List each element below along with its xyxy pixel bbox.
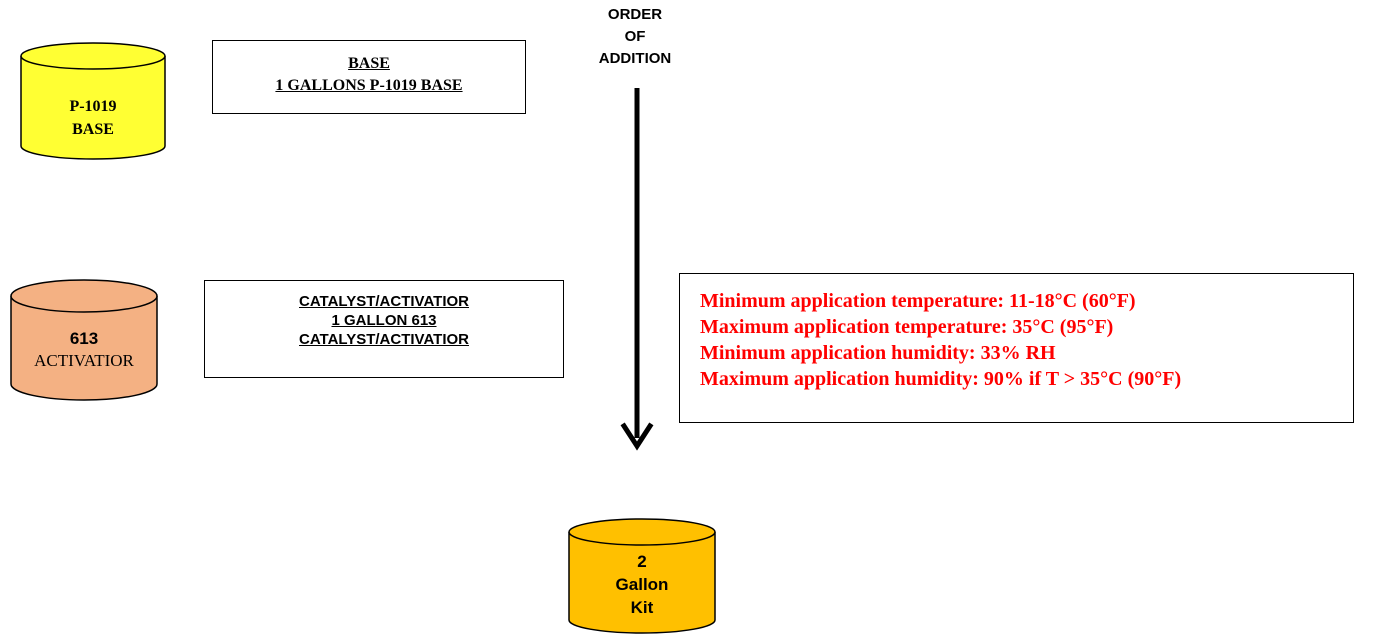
- base-box-title: BASE: [348, 55, 390, 72]
- kit-drum-label: 2 Gallon Kit: [568, 550, 716, 619]
- kit-drum: 2 Gallon Kit: [568, 518, 716, 636]
- base-drum-line-2: BASE: [72, 121, 114, 138]
- base-box-detail: 1 GALLONS P-1019 BASE: [275, 77, 463, 94]
- activator-box-line-3: CATALYST/ACTIVATIOR: [299, 331, 469, 348]
- kit-drum-shape: [568, 518, 716, 634]
- activator-drum-line-2: ACTIVATIOR: [34, 351, 134, 370]
- activator-box-line-1: CATALYST/ACTIVATIOR: [299, 293, 469, 310]
- base-drum-line-1: P-1019: [69, 98, 117, 115]
- requirement-min-humidity: Minimum application humidity: 33% RH: [700, 342, 1056, 364]
- requirement-min-temperature: Minimum application temperature: 11-18°C…: [700, 290, 1136, 312]
- activator-drum-line-1: 613: [69, 329, 99, 348]
- order-label-line-3: ADDITION: [598, 50, 672, 67]
- kit-drum-line-2: Gallon: [615, 575, 669, 594]
- activator-drum: 613 ACTIVATIOR: [10, 278, 158, 402]
- activator-box-line-2: 1 GALLON 613: [331, 312, 437, 329]
- base-drum: P-1019 BASE: [20, 42, 166, 160]
- kit-drum-line-1: 2: [637, 552, 647, 571]
- kit-drum-line-3: Kit: [630, 598, 654, 617]
- activator-drum-shape: [10, 279, 158, 401]
- order-label-line-1: ORDER: [607, 6, 663, 23]
- application-requirements-box: Minimum application temperature: 11-18°C…: [679, 273, 1354, 423]
- base-box: BASE 1 GALLONS P-1019 BASE: [212, 40, 526, 114]
- order-arrow: [620, 88, 654, 451]
- requirement-max-humidity: Maximum application humidity: 90% if T >…: [700, 368, 1182, 390]
- order-of-addition-label: ORDER OF ADDITION: [570, 4, 700, 70]
- activator-drum-label: 613 ACTIVATIOR: [10, 328, 158, 372]
- order-label-line-2: OF: [624, 28, 646, 45]
- activator-box: CATALYST/ACTIVATIOR 1 GALLON 613 CATALYS…: [204, 280, 564, 378]
- base-drum-label: P-1019 BASE: [20, 95, 166, 141]
- base-drum-shape: [20, 42, 166, 160]
- requirement-max-temperature: Maximum application temperature: 35°C (9…: [700, 316, 1114, 338]
